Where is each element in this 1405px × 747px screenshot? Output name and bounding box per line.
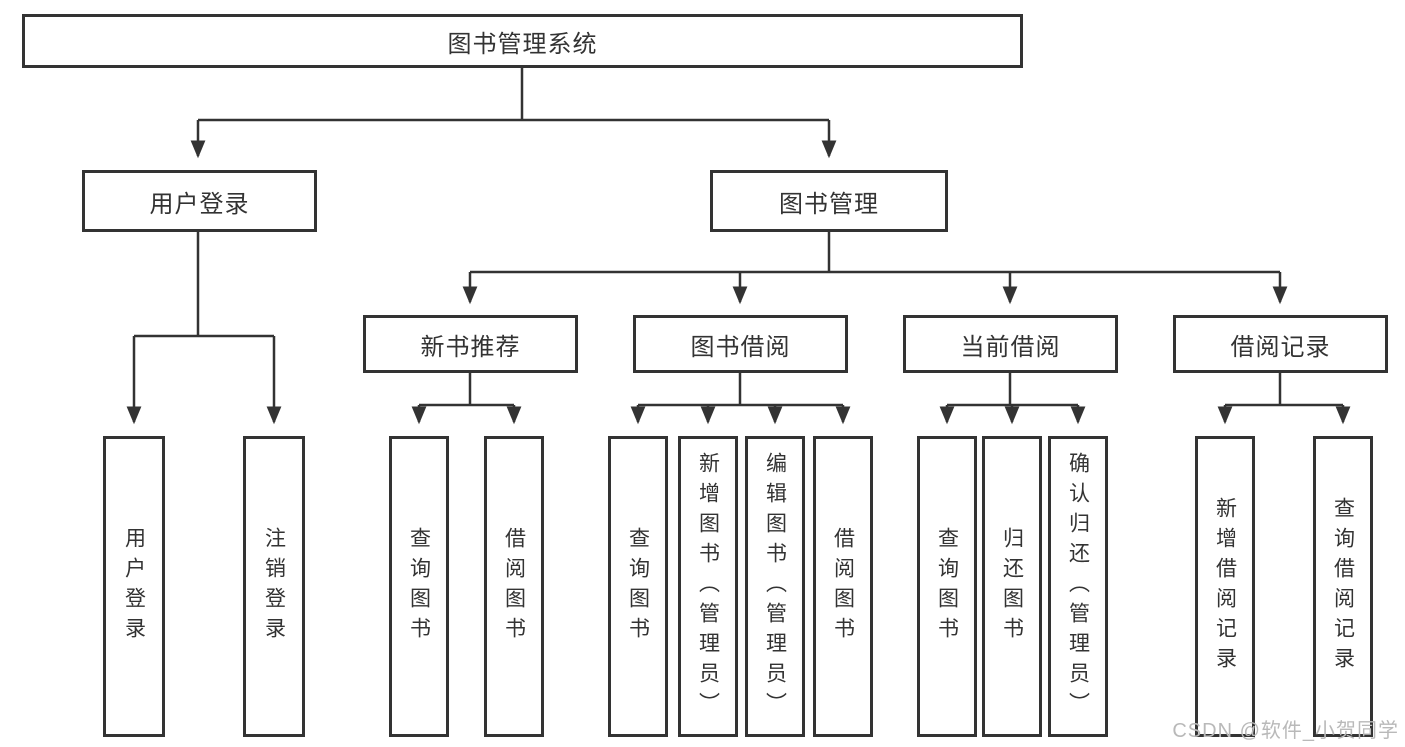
node-borrowing-records: 借阅记录 <box>1173 315 1388 373</box>
leaf-return-books-label: 归还图书 <box>1000 526 1024 647</box>
leaf-edit-books-admin-label: 编辑图书（管理员） <box>763 451 787 722</box>
leaf-query-books-borrowing: 查询图书 <box>608 436 668 737</box>
leaf-query-books-current-label: 查询图书 <box>935 526 959 647</box>
leaf-add-borrow-record-label: 新增借阅记录 <box>1213 496 1237 677</box>
leaf-borrow-books-borrowing-label: 借阅图书 <box>831 526 855 647</box>
leaf-borrow-books-borrowing: 借阅图书 <box>813 436 873 737</box>
leaf-query-borrow-record: 查询借阅记录 <box>1313 436 1373 737</box>
csdn-watermark: CSDN @软件_小贺同学 <box>1172 720 1399 742</box>
leaf-add-borrow-record: 新增借阅记录 <box>1195 436 1255 737</box>
leaf-query-borrow-record-label: 查询借阅记录 <box>1331 496 1355 677</box>
leaf-edit-books-admin: 编辑图书（管理员） <box>745 436 805 737</box>
node-new-book-recommend: 新书推荐 <box>363 315 578 373</box>
leaf-user-login: 用户登录 <box>103 436 165 737</box>
leaf-user-login-label: 用户登录 <box>122 526 146 647</box>
leaf-borrow-books-recommend: 借阅图书 <box>484 436 544 737</box>
leaf-query-books-recommend: 查询图书 <box>389 436 449 737</box>
node-book-borrowing: 图书借阅 <box>633 315 848 373</box>
leaf-borrow-books-recommend-label: 借阅图书 <box>502 526 526 647</box>
leaf-confirm-return-admin-label: 确认归还（管理员） <box>1066 451 1090 722</box>
leaf-add-books-admin-label: 新增图书（管理员） <box>696 451 720 722</box>
leaf-query-books-current: 查询图书 <box>917 436 977 737</box>
leaf-query-books-recommend-label: 查询图书 <box>407 526 431 647</box>
node-current-borrowing: 当前借阅 <box>903 315 1118 373</box>
leaf-logout: 注销登录 <box>243 436 305 737</box>
leaf-add-books-admin: 新增图书（管理员） <box>678 436 738 737</box>
node-book-management: 图书管理 <box>710 170 948 232</box>
leaf-query-books-borrowing-label: 查询图书 <box>626 526 650 647</box>
leaf-logout-label: 注销登录 <box>262 526 286 647</box>
node-user-login: 用户登录 <box>82 170 317 232</box>
node-book-management-system: 图书管理系统 <box>22 14 1023 68</box>
leaf-confirm-return-admin: 确认归还（管理员） <box>1048 436 1108 737</box>
leaf-return-books: 归还图书 <box>982 436 1042 737</box>
